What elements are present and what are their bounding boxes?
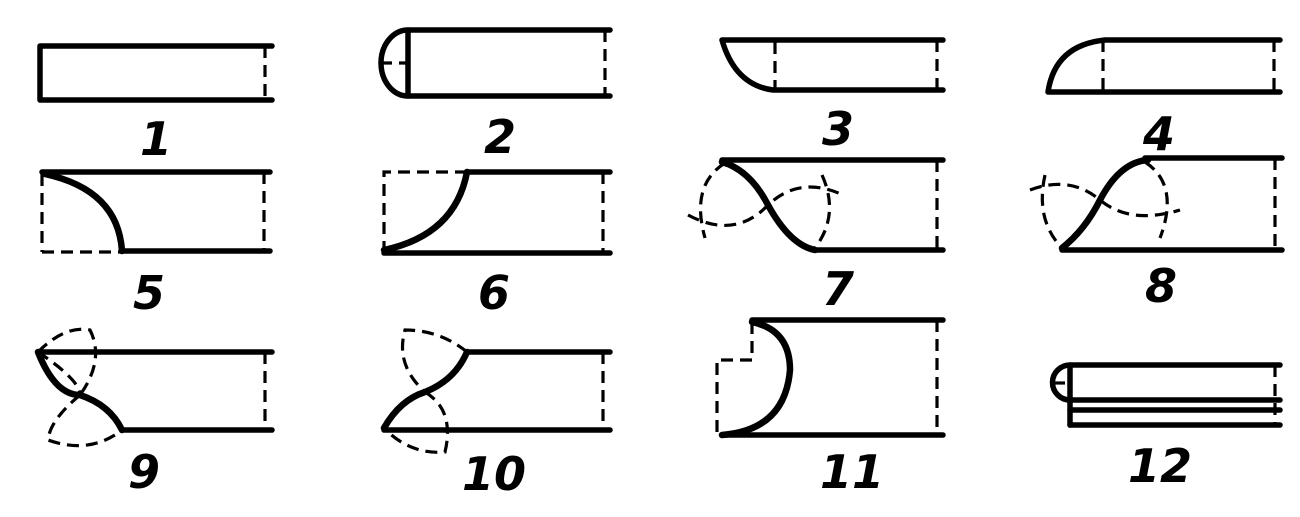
item-6: 6 [380,168,613,320]
item-9-lower-loop [46,393,123,448]
item-7: 7 [687,157,946,316]
item-11-cutting-arc [718,318,794,439]
item-3: 3 [719,37,946,156]
item-10-lower-loop [382,390,450,454]
item-1-outline [37,43,275,103]
item-1-label: 1 [140,112,172,166]
item-10-cutting-curve [380,348,471,432]
item-10-upper-loop [400,328,469,394]
item-4-outline [1045,37,1283,95]
item-9: 9 [34,327,275,499]
item-7-upper-loop [698,161,726,239]
item-2: 2 [378,27,613,164]
item-5-label: 5 [133,266,165,320]
item-7-label: 7 [822,262,854,316]
item-6-cutting-arc [380,168,471,254]
item-1: 1 [37,43,275,166]
item-5: 5 [39,169,273,320]
item-9-upper-loop [36,327,98,396]
item-6-dashed-box [382,170,467,250]
item-10: 10 [380,328,613,501]
item-8-lower-loop [1040,174,1064,250]
item-11-dashed-step [715,322,754,435]
item-5-cutting-arc [41,170,126,255]
item-2-outline [378,27,613,99]
item-11-label: 11 [820,445,884,499]
item-9-label: 9 [128,445,160,499]
item-8-cutting-curve [1058,156,1152,252]
item-7-lower-loop [687,185,844,227]
item-12: 12 [1049,362,1283,493]
item-4-label: 4 [1142,107,1175,161]
item-3-outline [719,37,946,93]
item-8-right-loop [1144,160,1169,239]
item-2-label: 2 [484,110,516,164]
item-12-outline [1049,362,1283,403]
item-8-left-loop [1029,182,1181,218]
item-8-label: 8 [1145,259,1177,313]
item-4: 4 [1045,37,1283,161]
item-9-diagonal [37,350,82,396]
item-10-label: 10 [462,447,526,501]
item-8: 8 [1029,155,1285,313]
item-3-label: 3 [822,102,854,156]
item-6-label: 6 [478,266,510,320]
item-11: 11 [715,317,946,499]
item-12-label: 12 [1128,439,1192,493]
item-7-right-loop [813,174,832,249]
